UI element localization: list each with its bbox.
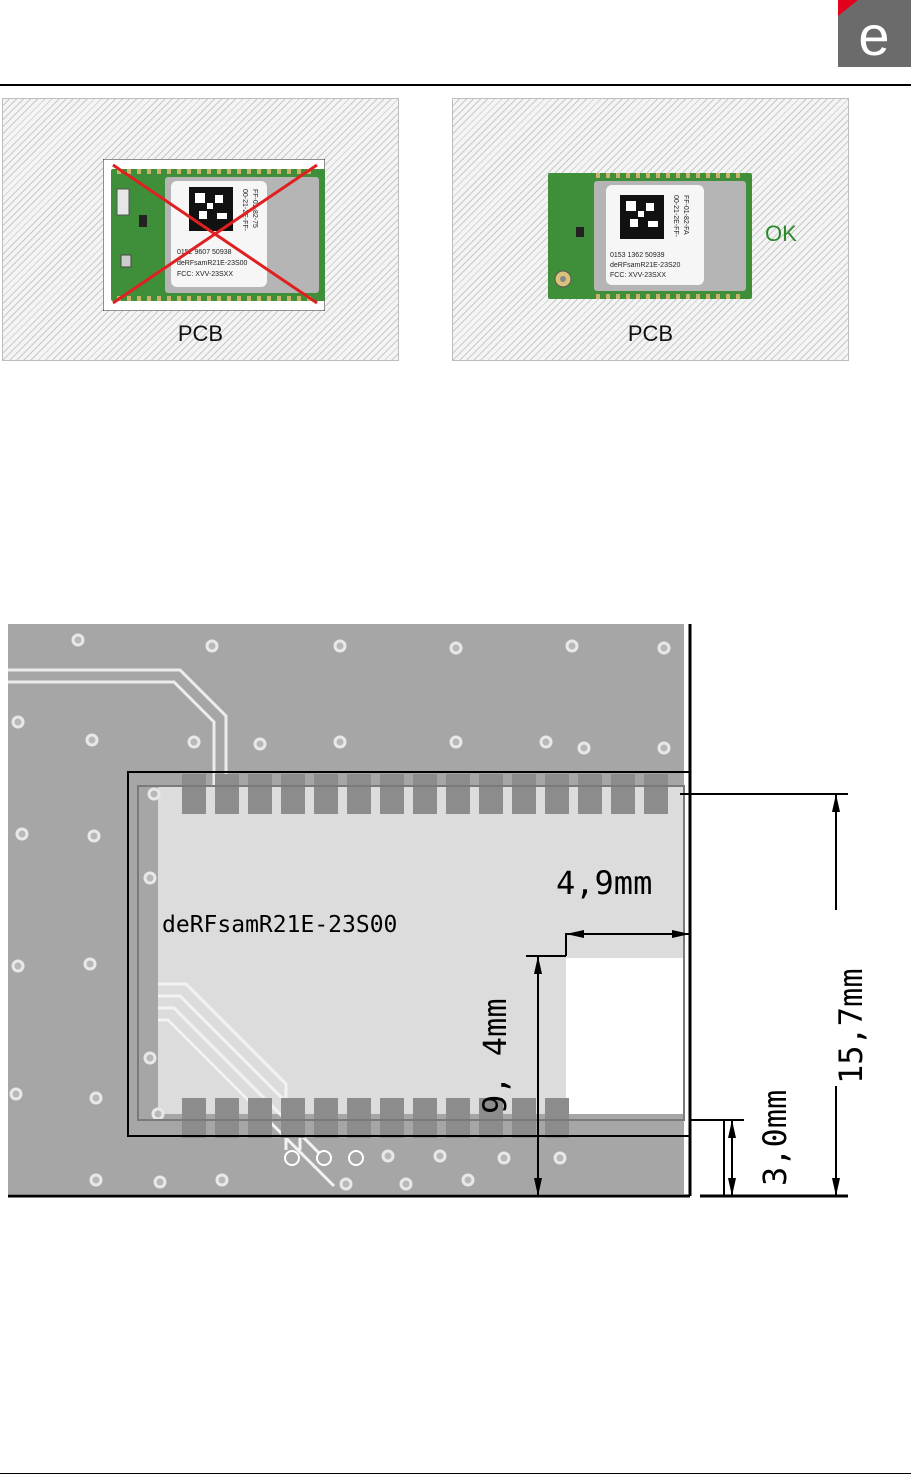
- logo-letter: e: [858, 4, 889, 67]
- module-label-line: FF-01-82-FA: [682, 195, 689, 235]
- keepout-cutout: [566, 958, 684, 1114]
- company-logo: e: [838, 0, 911, 67]
- module-label-line: 0153 1362 50939: [610, 252, 665, 259]
- pcb-placement-wrong: 00-21-2E-FF- FF-01-82-75 0152 9607 50938…: [2, 98, 399, 361]
- dim-edge-offset: 3,0mm: [756, 1090, 794, 1186]
- pcb-placement-correct: 00-21-2E-FF- FF-01-82-FA 0153 1362 50939…: [452, 98, 849, 361]
- footprint-dimension-drawing: deRFsamR21E-23S00 4,9mm 9, 4mm 3,0mm 15,…: [0, 610, 911, 1210]
- module-label-line: FCC: XVV-23SXX: [177, 271, 233, 278]
- ok-verdict: OK: [765, 221, 797, 247]
- module-label-line: 00-21-2E-FF-: [672, 195, 679, 238]
- header-divider: [0, 84, 911, 86]
- module-name-label: deRFsamR21E-23S00: [162, 912, 397, 938]
- dim-height-cutout: 9, 4mm: [476, 998, 514, 1114]
- module-photo-correct: 00-21-2E-FF- FF-01-82-FA 0153 1362 50939…: [548, 173, 752, 299]
- pcb-label: PCB: [453, 321, 848, 347]
- module-photo-wrong: 00-21-2E-FF- FF-01-82-75 0152 9607 50938…: [103, 159, 325, 311]
- pcb-label: PCB: [3, 321, 398, 347]
- dim-total-height: 15,7mm: [832, 968, 870, 1084]
- module-label-line: deRFsamR21E-23S00: [177, 260, 248, 267]
- footer-divider: [0, 1473, 911, 1474]
- dim-width-cutout: 4,9mm: [556, 864, 652, 902]
- module-label-line: FCC: XVV-23SXX: [610, 272, 666, 279]
- module-label-line: deRFsamR21E-23S20: [610, 262, 681, 269]
- module-label-line: 00-21-2E-FF-: [241, 189, 248, 232]
